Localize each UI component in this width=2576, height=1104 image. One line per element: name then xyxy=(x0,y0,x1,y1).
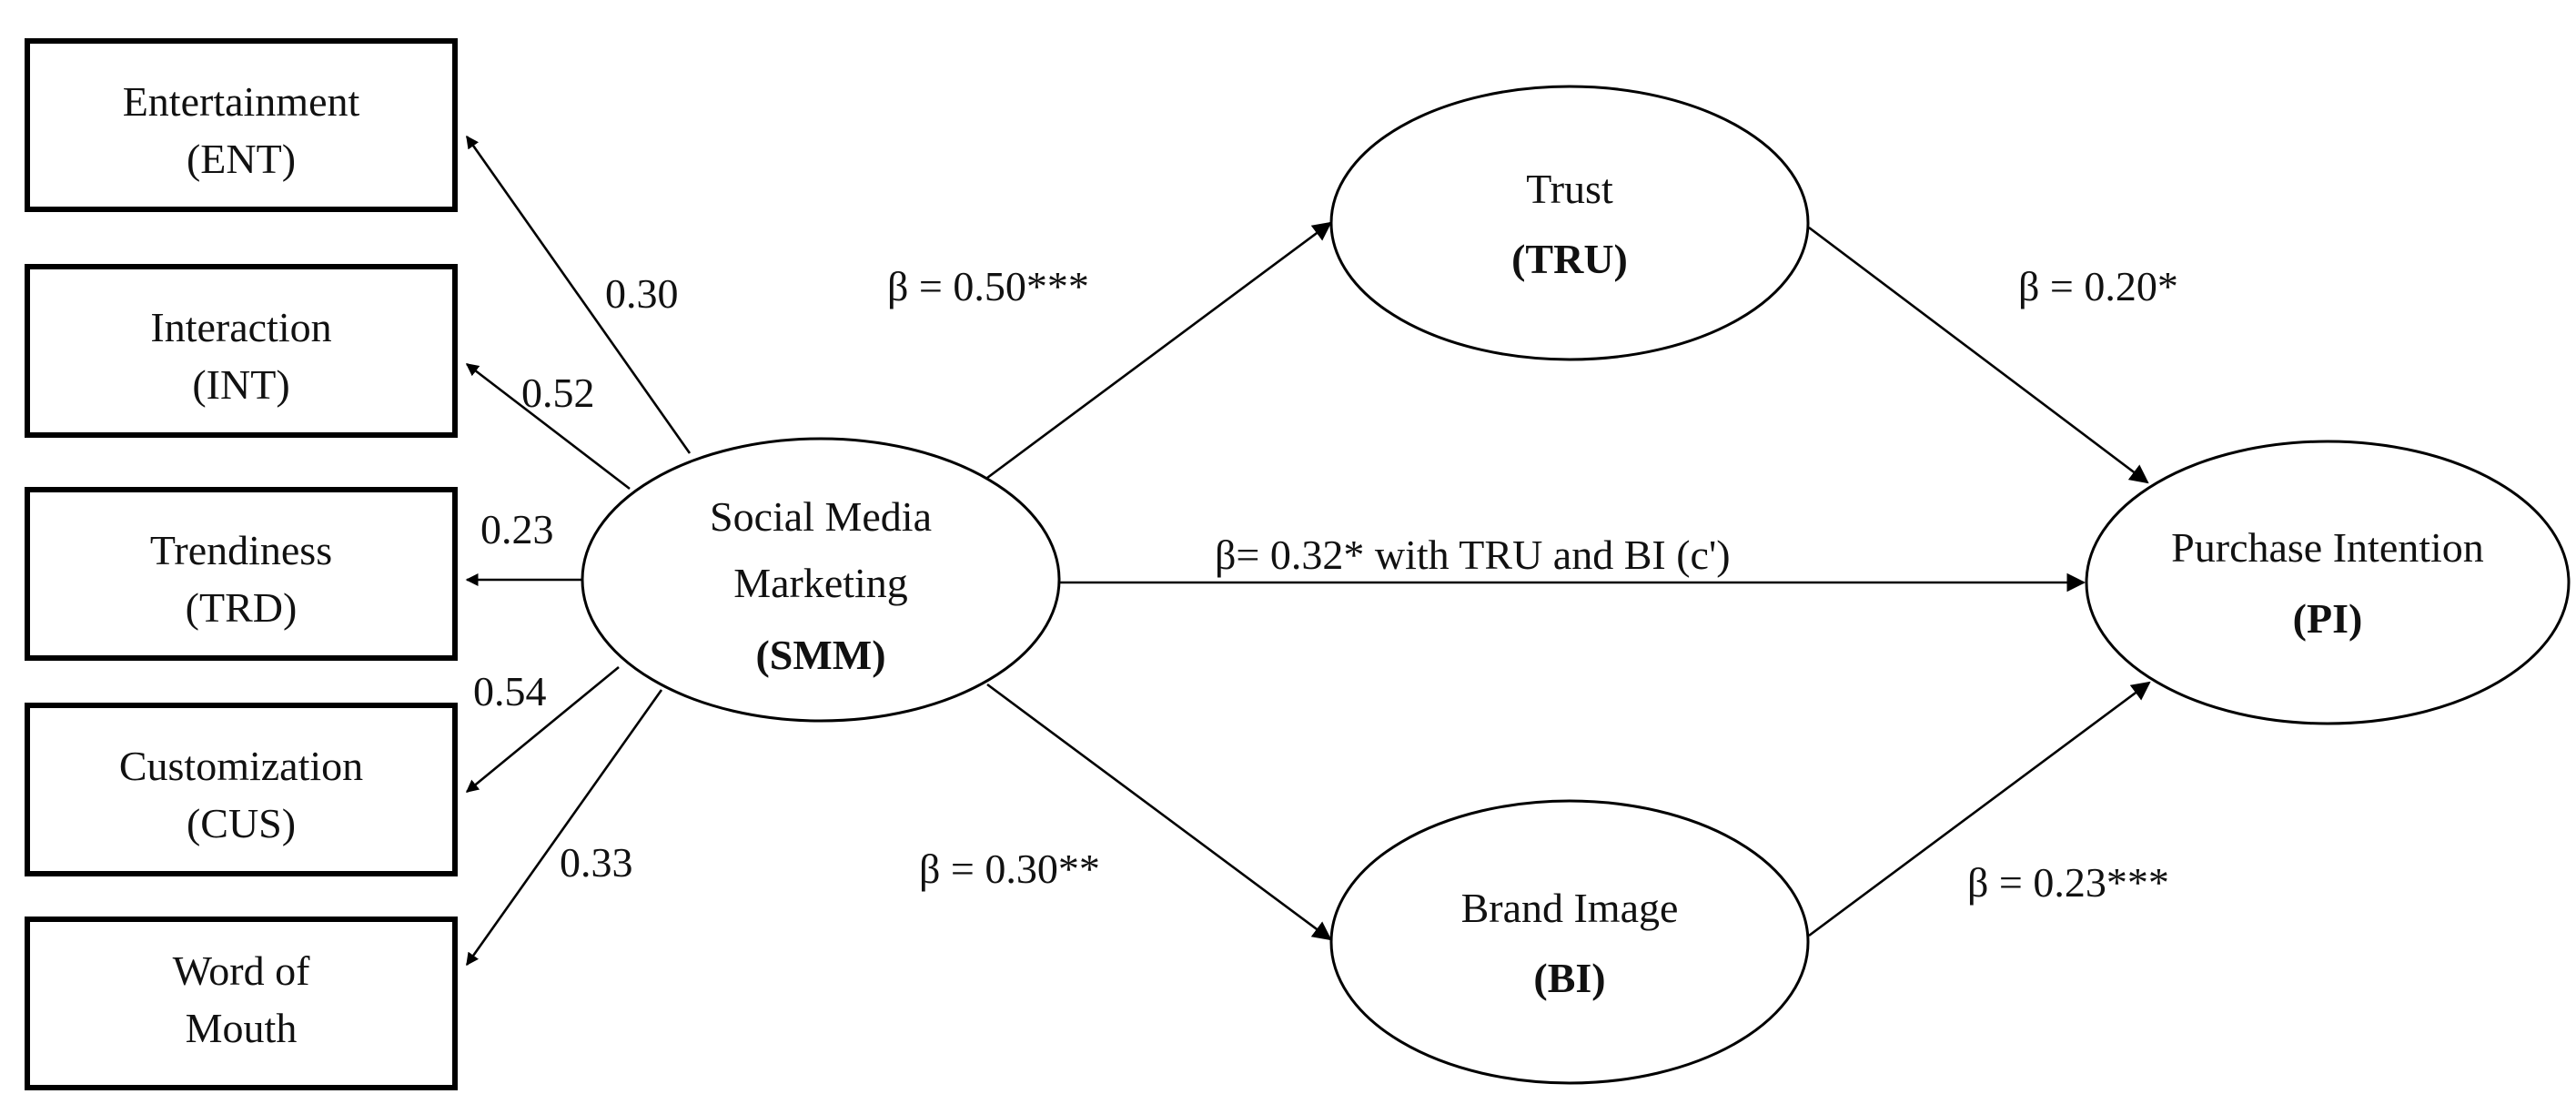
path-arrow-tru-pi xyxy=(1808,226,2149,484)
node-smm-line2: Marketing xyxy=(733,560,908,606)
indicator-ent-abbr: (ENT) xyxy=(187,136,296,182)
node-smm-abbr: (SMM) xyxy=(755,632,885,678)
path-label-smm-tru: β = 0.50*** xyxy=(887,263,1089,309)
node-trust: Trust (TRU) xyxy=(1329,85,1810,361)
loading-arrow-ent xyxy=(465,135,692,454)
node-brand-image-name: Brand Image xyxy=(1461,885,1679,931)
node-pi-name: Purchase Intention xyxy=(2171,524,2484,571)
indicator-box-ent: Entertainment (ENT) xyxy=(25,38,458,212)
path-arrow-bi-pi xyxy=(1808,681,2151,937)
indicator-ent-name: Entertainment xyxy=(123,78,360,125)
loading-label-ent: 0.30 xyxy=(605,270,679,317)
indicator-box-int: Interaction (INT) xyxy=(25,264,458,438)
indicator-trd-name: Trendiness xyxy=(150,527,332,573)
path-label-tru-pi: β = 0.20* xyxy=(2018,263,2178,309)
indicator-box-cus: Customization (CUS) xyxy=(25,703,458,876)
loading-arrow-int xyxy=(465,362,631,491)
loading-label-trd: 0.23 xyxy=(480,506,554,552)
indicator-int-name: Interaction xyxy=(150,304,331,350)
indicator-box-wom: Word of Mouth xyxy=(25,917,458,1090)
indicator-trd-abbr: (TRD) xyxy=(186,584,298,631)
node-smm: Social Media Marketing (SMM) xyxy=(581,437,1061,723)
node-trust-name: Trust xyxy=(1526,166,1613,212)
loading-label-cus: 0.54 xyxy=(473,668,547,714)
indicator-cus-abbr: (CUS) xyxy=(187,800,296,846)
loading-arrow-cus xyxy=(465,665,620,794)
node-brand-image: Brand Image (BI) xyxy=(1329,799,1810,1085)
indicator-cus-name: Customization xyxy=(119,743,363,789)
indicator-int-abbr: (INT) xyxy=(192,361,289,408)
loading-label-wom: 0.33 xyxy=(560,839,633,886)
path-label-smm-bi: β = 0.30** xyxy=(919,846,1100,892)
indicator-box-trd: Trendiness (TRD) xyxy=(25,487,458,661)
node-trust-abbr: (TRU) xyxy=(1511,236,1628,282)
loading-arrow-wom xyxy=(465,689,663,967)
path-label-bi-pi: β = 0.23*** xyxy=(1967,859,2169,906)
path-arrow-smm-bi xyxy=(986,683,1332,941)
node-pi-abbr: (PI) xyxy=(2293,595,2363,642)
node-brand-image-abbr: (BI) xyxy=(1533,955,1605,1001)
node-purchase-intention: Purchase Intention (PI) xyxy=(2085,440,2571,725)
indicator-wom-line2: Mouth xyxy=(186,1005,298,1051)
loading-label-int: 0.52 xyxy=(521,370,595,416)
path-arrow-smm-tru xyxy=(986,221,1332,480)
path-label-smm-pi: β= 0.32* with TRU and BI (c') xyxy=(1215,532,1731,578)
node-smm-line1: Social Media xyxy=(710,493,932,540)
indicator-wom-line1: Word of xyxy=(173,947,311,994)
